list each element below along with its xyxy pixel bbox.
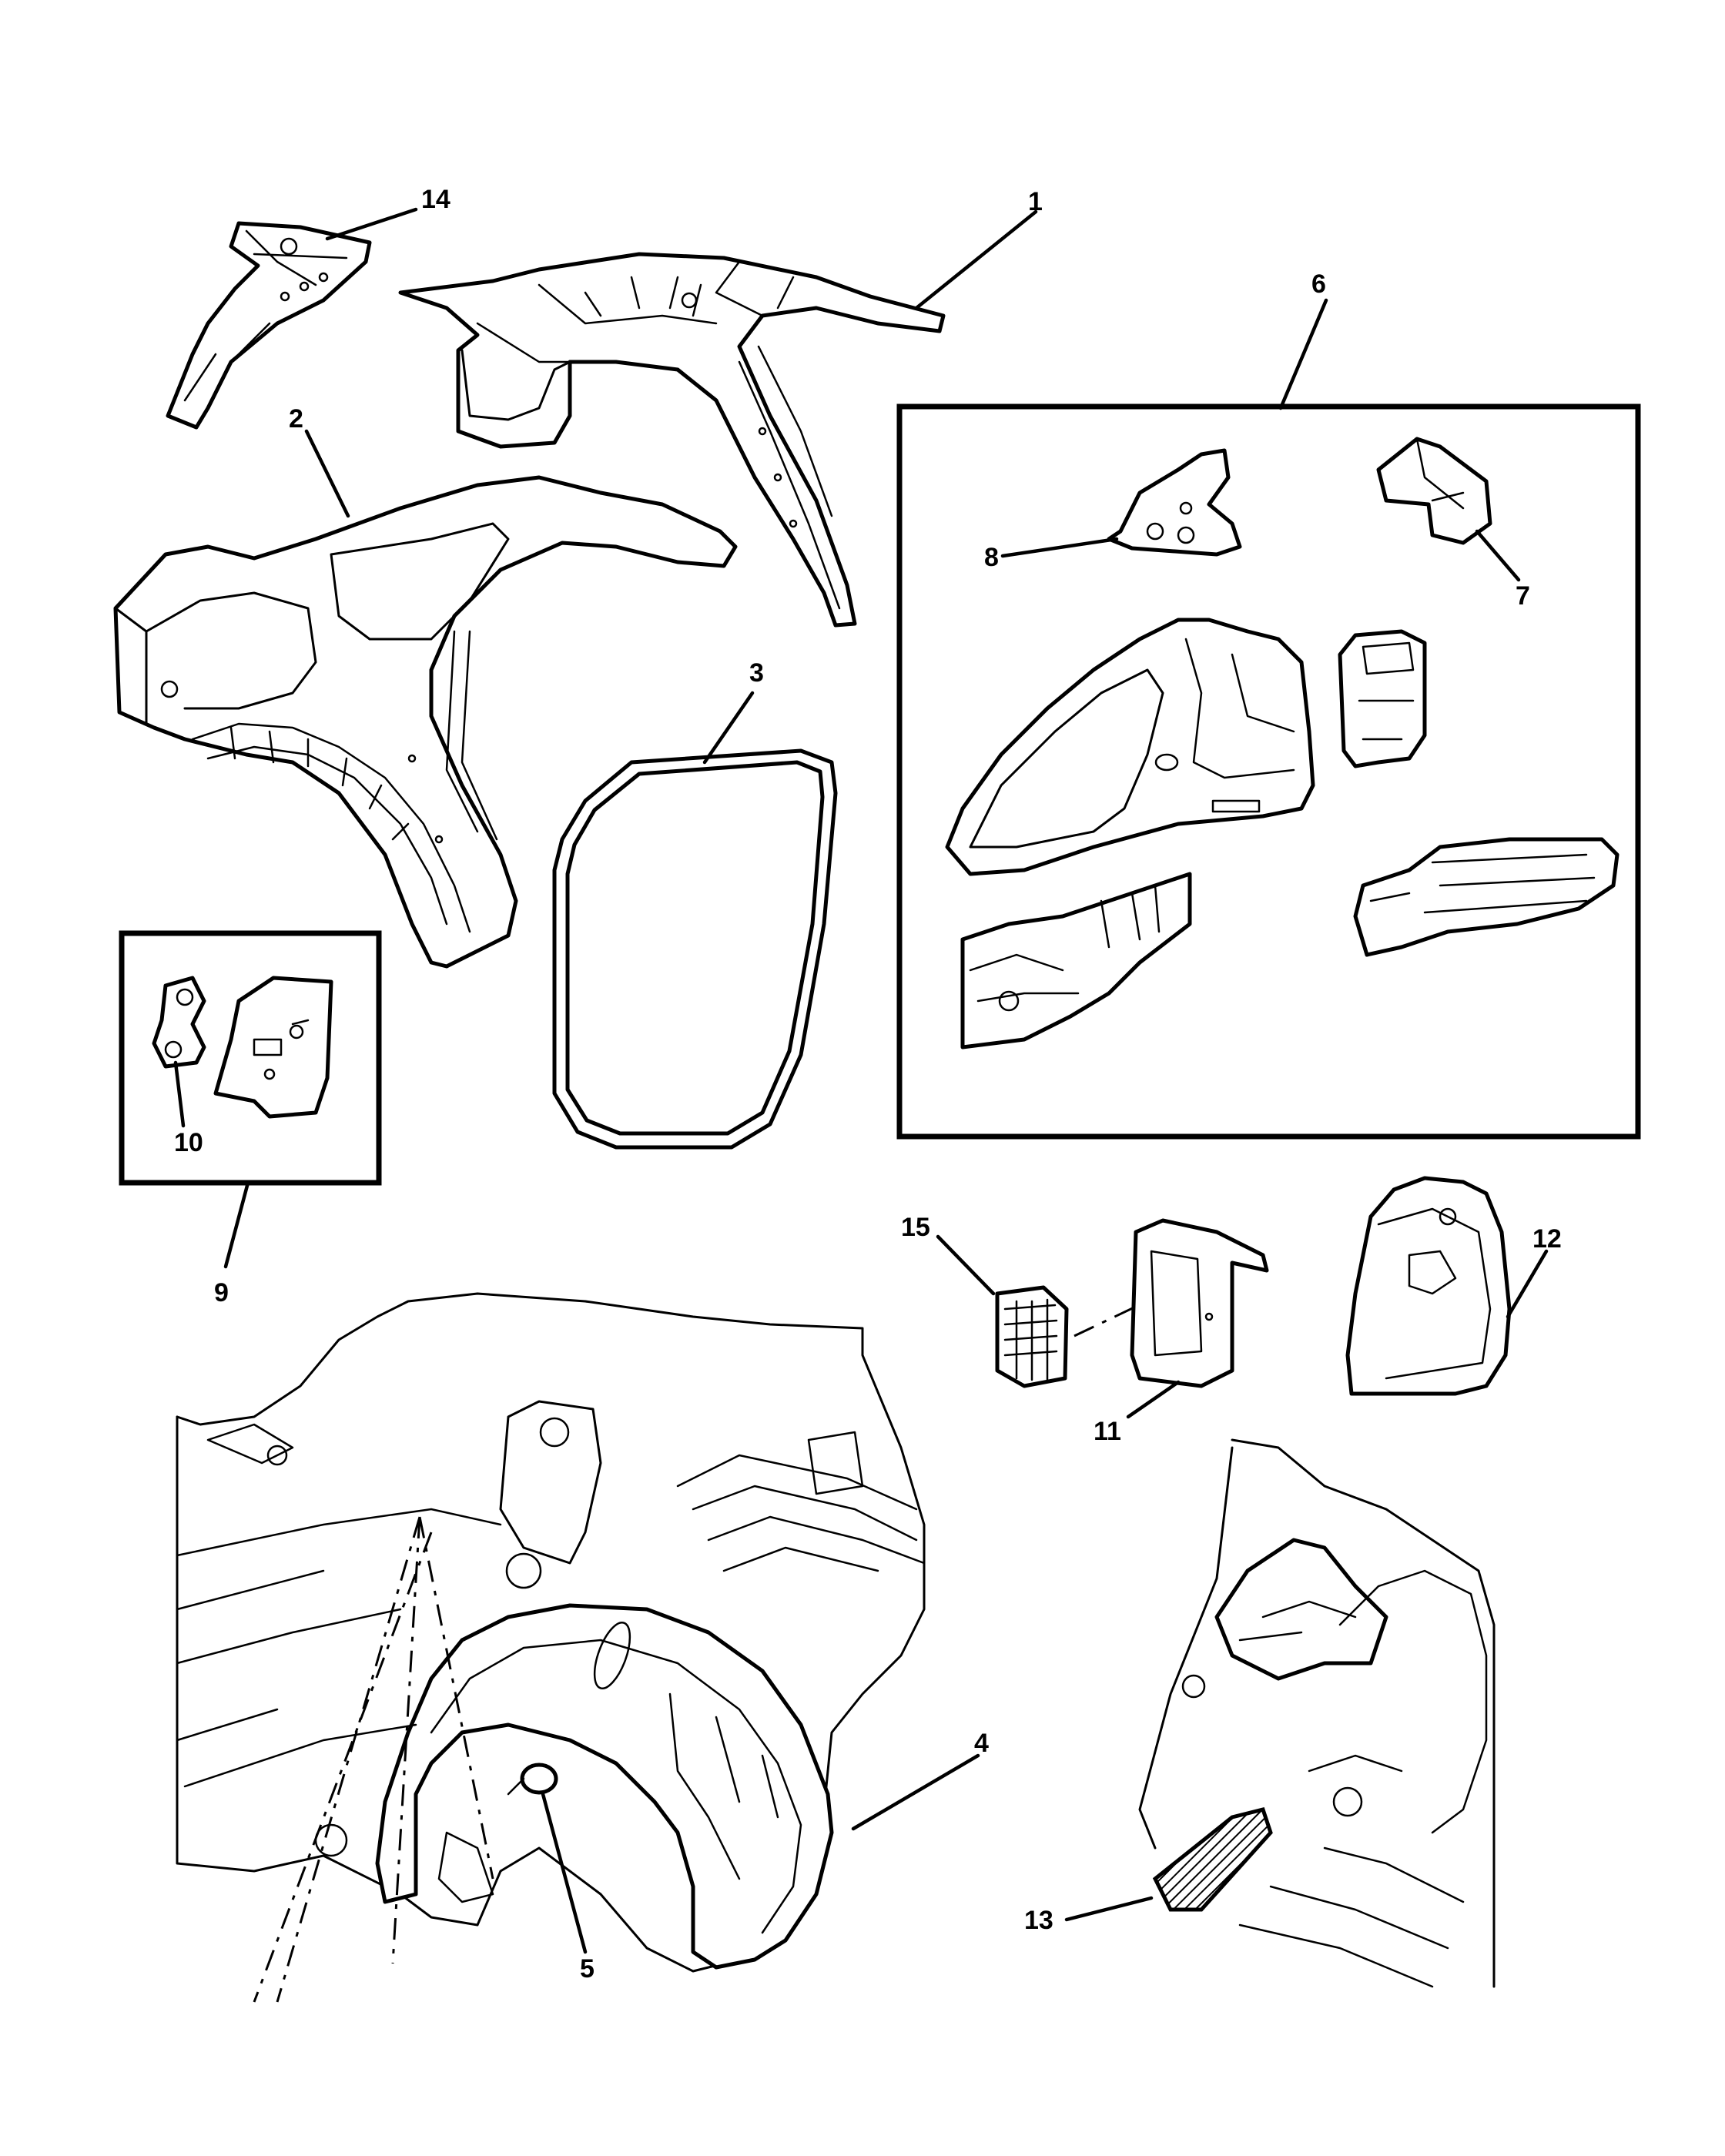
part-10-clip [152, 976, 206, 1069]
part-13-pad [1152, 1807, 1273, 1912]
callout-labels: 1 2 3 4 5 6 7 8 9 10 11 12 13 14 15 [174, 185, 1562, 1984]
part-14-pillar-bracket [166, 221, 372, 430]
part-11-panel [1130, 1218, 1269, 1388]
body-view-wheelhouse [176, 1292, 926, 1973]
box-6-inner-components [896, 403, 1641, 1140]
body-view-trunk-corner [1138, 1438, 1496, 1988]
callout-10: 10 [174, 1128, 203, 1157]
callout-11: 11 [1094, 1417, 1121, 1446]
part-2-quarter-panel-assembly [113, 475, 738, 969]
trunk-floor-side [1353, 837, 1619, 957]
part-7-bracket [1376, 437, 1492, 545]
leader-lines [173, 207, 1549, 1954]
inner-wheelhouse-piece [960, 872, 1192, 1050]
callout-2: 2 [289, 404, 303, 434]
trunk-trim-panel [1338, 629, 1427, 768]
callout-6: 6 [1311, 270, 1326, 299]
callout-1: 1 [1028, 187, 1043, 216]
part-15-vent-grille [995, 1285, 1069, 1388]
part-1-quarter-inner-panel [398, 252, 946, 628]
callout-8: 8 [984, 543, 999, 572]
part-3-weatherstrip [552, 748, 838, 1150]
callout-4: 4 [974, 1729, 989, 1758]
callout-3: 3 [749, 658, 764, 688]
callout-12: 12 [1532, 1224, 1562, 1254]
callout-5: 5 [580, 1954, 595, 1984]
callout-15: 15 [901, 1213, 930, 1242]
callout-7: 7 [1516, 581, 1530, 611]
assembly-dash-line [1074, 1296, 1156, 1337]
assembly-lines-wheelhouse [253, 1516, 494, 2003]
trunk-side-trim [945, 618, 1315, 876]
part-5-plug [520, 1763, 558, 1795]
callout-9: 9 [214, 1278, 229, 1307]
part-8-bracket [1107, 448, 1242, 557]
callout-13: 13 [1024, 1906, 1053, 1935]
bracket-panel [213, 976, 333, 1119]
box-9-bracket-detail [119, 930, 382, 1186]
part-12-lamp-pocket [1345, 1176, 1512, 1396]
callout-14: 14 [421, 185, 451, 214]
